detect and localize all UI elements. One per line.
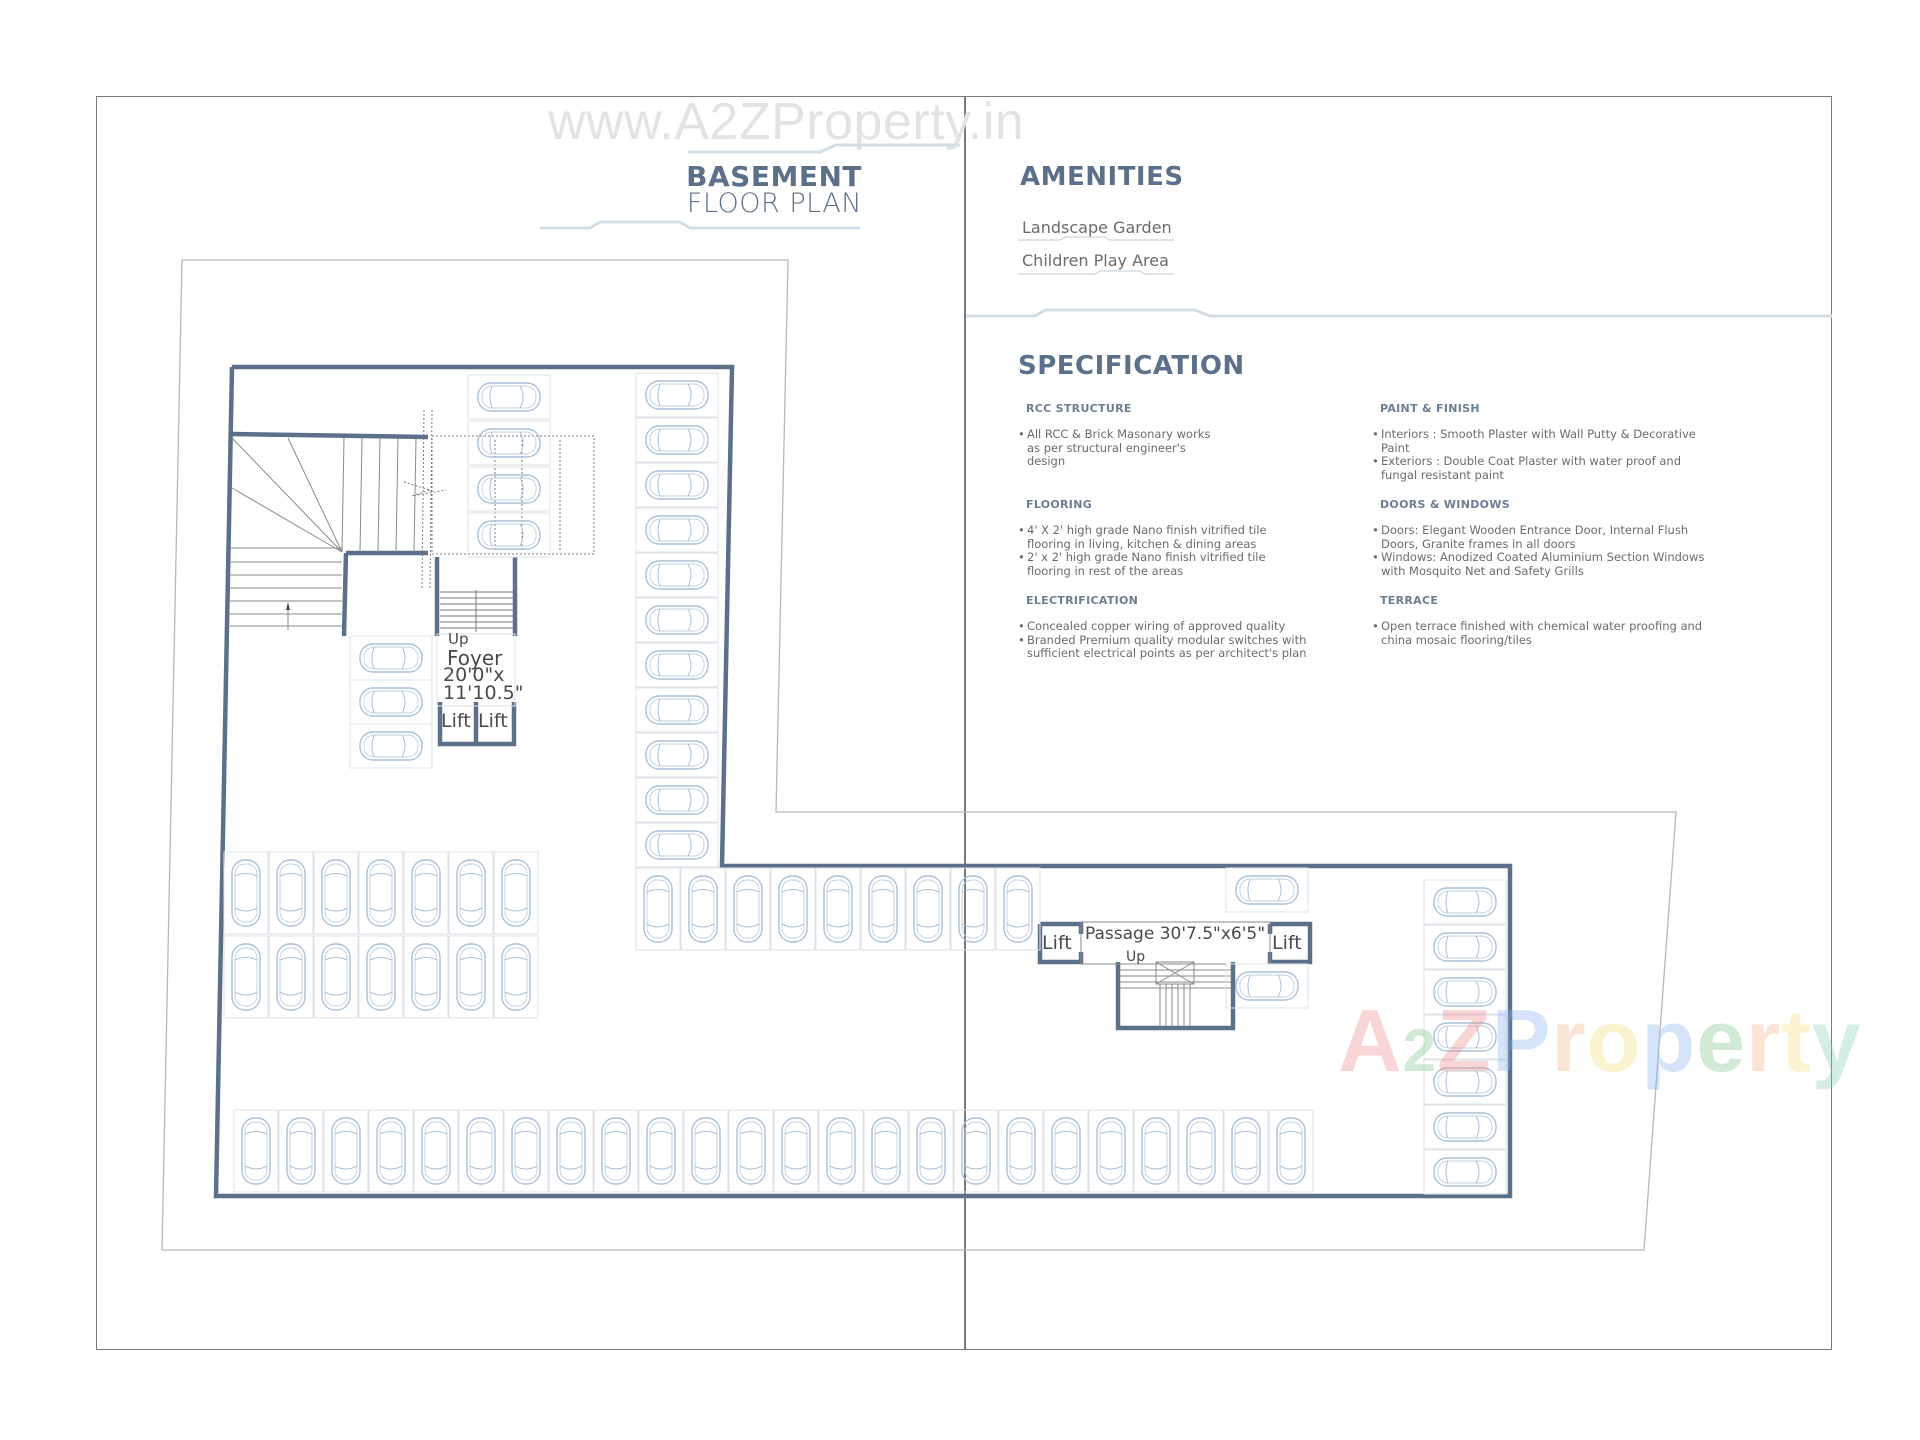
spec-item: Doors: Elegant Wooden Entrance Door, Int… [1372,523,1722,551]
spec-item: Concealed copper wiring of approved qual… [1018,619,1318,634]
spec-section-title: TERRACE [1380,594,1439,607]
spec-item: 2' x 2' high grade Nano finish vitrified… [1018,550,1283,578]
lift-label: Lift [1042,932,1072,954]
spec-section-title: DOORS & WINDOWS [1380,498,1510,511]
amenity-item: Children Play Area [1022,251,1169,270]
lift-label: Lift [478,710,508,732]
spec-item: Branded Premium quality modular switches… [1018,633,1318,661]
spec-section-title: RCC STRUCTURE [1026,402,1132,415]
foyer-dim-width: 20'0"x [443,664,505,686]
logo-letter: y [1811,991,1862,1090]
specification-heading: SPECIFICATION [1018,351,1245,381]
logo-letter: t [1781,991,1812,1090]
logo-letter: o [1586,991,1642,1090]
spec-item: All RCC & Brick Masonary works as per st… [1018,427,1218,469]
foyer-dim-depth: 11'10.5" [443,682,524,704]
logo-letter: P [1491,991,1552,1090]
spec-section-title: PAINT & FINISH [1380,402,1480,415]
spec-item: Exteriors : Double Coat Plaster with wat… [1372,454,1717,482]
amenities-heading: AMENITIES [1020,162,1184,192]
spec-list: All RCC & Brick Masonary works as per st… [1018,427,1218,469]
amenity-item: Landscape Garden [1022,218,1172,237]
logo-letter: e [1696,991,1747,1090]
lift-label: Lift [1272,932,1302,954]
logo-letter: r [1746,991,1782,1090]
spec-section-title: ELECTRIFICATION [1026,594,1139,607]
spec-list: Doors: Elegant Wooden Entrance Door, Int… [1372,523,1722,578]
foyer-up-label: Up [448,630,469,648]
spec-list: 4' X 2' high grade Nano finish vitrified… [1018,523,1283,578]
spec-item: 4' X 2' high grade Nano finish vitrified… [1018,523,1283,551]
spec-item: Windows: Anodized Coated Aluminium Secti… [1372,550,1722,578]
spec-section-title: FLOORING [1026,498,1093,511]
foyer-label: Foyer [447,646,503,670]
logo-letter: p [1641,991,1697,1090]
spec-list: Interiors : Smooth Plaster with Wall Put… [1372,427,1717,482]
passage-up-label: Up [1126,949,1146,965]
plan-title: BASEMENT [686,160,862,193]
a2z-logo-watermark: A2ZProperty [1338,990,1862,1092]
plan-subtitle: FLOOR PLAN [686,188,862,219]
logo-letter: A [1338,991,1403,1090]
url-watermark: www.A2ZProperty.in [548,93,1025,151]
spec-item: Interiors : Smooth Plaster with Wall Put… [1372,427,1717,455]
spec-list: Concealed copper wiring of approved qual… [1018,619,1318,661]
logo-letter: 2 [1402,1017,1437,1084]
logo-letter: r [1551,991,1587,1090]
spec-list: Open terrace finished with chemical wate… [1372,619,1722,647]
lift-label: Lift [441,710,471,732]
spec-item: Open terrace finished with chemical wate… [1372,619,1722,647]
passage-label: Passage 30'7.5"x6'5" [1085,924,1266,944]
page-divider [964,96,966,1350]
logo-letter: Z [1436,991,1492,1090]
